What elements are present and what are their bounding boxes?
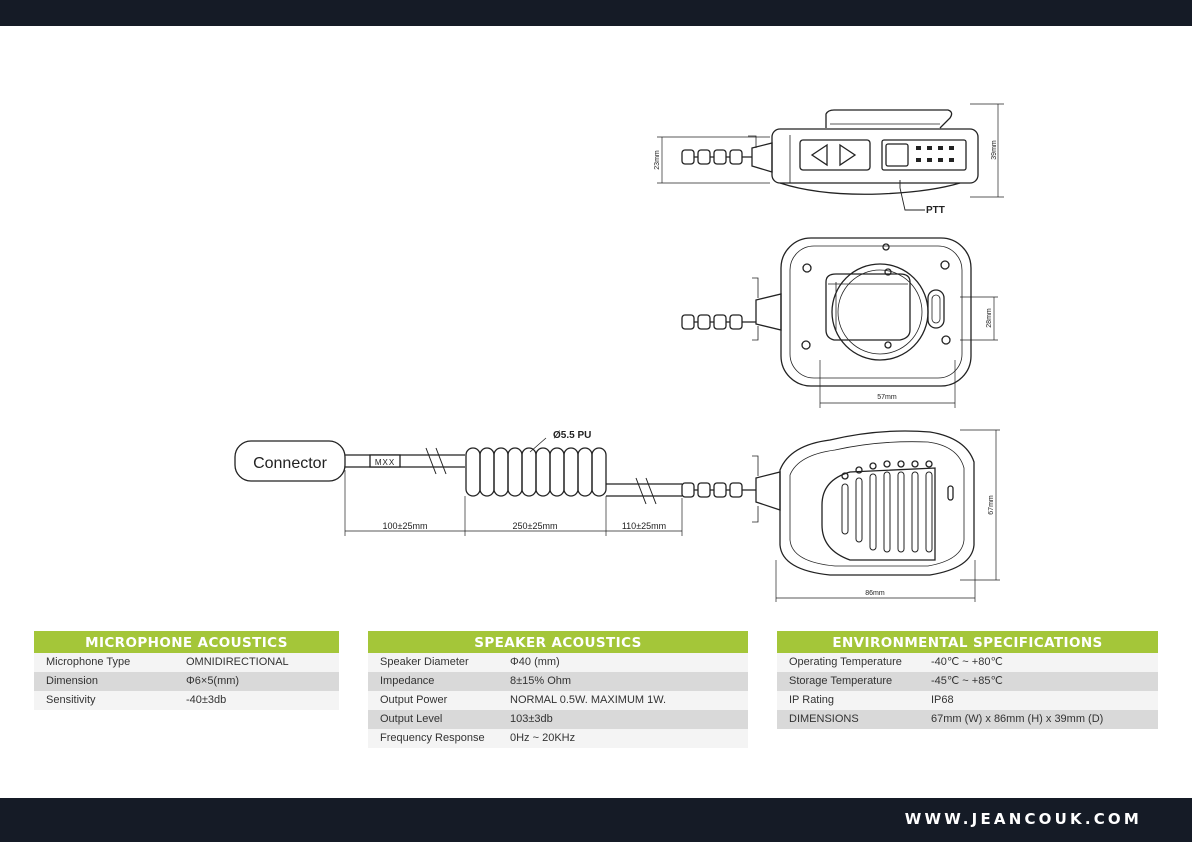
dim-250-label: 250±25mm — [513, 521, 558, 531]
table-row: Output Power NORMAL 0.5W. MAXIMUM 1W. — [368, 691, 748, 710]
dim-110-label: 110±25mm — [622, 521, 666, 531]
table-row: Sensitivity -40±3db — [34, 691, 339, 710]
cable-spec-label: Ø5.5 PU — [553, 430, 591, 441]
connector-label: Connector — [253, 455, 327, 472]
dim-39-label: 39mm — [991, 140, 998, 160]
cable-tag-label: MXX — [375, 458, 395, 467]
row-label: Output Power — [380, 694, 448, 706]
row-value: IP68 — [931, 694, 954, 706]
row-label: Impedance — [380, 675, 435, 687]
row-label: Microphone Type — [46, 656, 131, 668]
row-value: NORMAL 0.5W. MAXIMUM 1W. — [510, 694, 667, 706]
cable-assembly — [234, 437, 683, 536]
row-value: 67mm (W) x 86mm (H) x 39mm (D) — [931, 713, 1104, 725]
table-row: Storage Temperature -45℃ ~ +85℃ — [777, 672, 1158, 691]
table-row: Dimension Φ6×5(mm) — [34, 672, 339, 691]
row-value: Φ6×5(mm) — [186, 675, 240, 687]
table-row: Impedance 8±15% Ohm — [368, 672, 748, 691]
row-value: -45℃ ~ +85℃ — [931, 675, 1003, 687]
speaker-acoustics-table: SPEAKER ACOUSTICS Speaker Diameter Φ40 (… — [368, 631, 748, 748]
row-value: -40℃ ~ +80℃ — [931, 656, 1003, 668]
table-row: Speaker Diameter Φ40 (mm) — [368, 653, 748, 672]
row-label: Frequency Response — [380, 732, 485, 744]
table-row: Operating Temperature -40℃ ~ +80℃ — [777, 653, 1158, 672]
technical-drawing: Connector MXX Ø5.5 PU 100±25mm 250±25mm … — [234, 103, 1004, 602]
dim-57-label: 57mm — [877, 394, 897, 401]
table-row: IP Rating IP68 — [777, 691, 1158, 710]
website-link[interactable]: WWW.JEANCOUK.COM — [904, 810, 1142, 828]
dim-67-label: 67mm — [988, 495, 995, 515]
row-label: Dimension — [46, 675, 98, 687]
row-value: OMNIDIRECTIONAL — [186, 656, 289, 668]
environmental-specifications-table: ENVIRONMENTAL SPECIFICATIONS Operating T… — [777, 631, 1158, 729]
row-value: Φ40 (mm) — [510, 656, 560, 668]
microphone-acoustics-table: MICROPHONE ACOUSTICS Microphone Type OMN… — [34, 631, 339, 710]
top-bar — [0, 0, 1192, 26]
table-title: MICROPHONE ACOUSTICS — [34, 631, 339, 653]
dim-86-label: 86mm — [865, 590, 885, 597]
row-label: IP Rating — [789, 694, 835, 706]
row-label: DIMENSIONS — [789, 713, 859, 725]
front-view — [681, 429, 1000, 602]
row-label: Speaker Diameter — [380, 656, 469, 668]
ptt-label: PTT — [926, 205, 945, 216]
row-label: Storage Temperature — [789, 675, 893, 687]
dim-100-label: 100±25mm — [383, 521, 428, 531]
table-title: SPEAKER ACOUSTICS — [368, 631, 748, 653]
row-value: 0Hz ~ 20KHz — [510, 732, 576, 744]
dim-23-label: 23mm — [654, 150, 661, 170]
row-value: -40±3db — [186, 694, 227, 706]
row-label: Output Level — [380, 713, 443, 725]
dim-28-label: 28mm — [986, 308, 993, 328]
table-row: Frequency Response 0Hz ~ 20KHz — [368, 729, 748, 748]
table-row: Output Level 103±3db — [368, 710, 748, 729]
back-view — [681, 237, 998, 408]
table-title: ENVIRONMENTAL SPECIFICATIONS — [777, 631, 1158, 653]
table-row: DIMENSIONS 67mm (W) x 86mm (H) x 39mm (D… — [777, 710, 1158, 729]
row-label: Sensitivity — [46, 694, 96, 706]
row-value: 103±3db — [510, 713, 553, 725]
row-label: Operating Temperature — [789, 656, 902, 668]
table-row: Microphone Type OMNIDIRECTIONAL — [34, 653, 339, 672]
side-view — [657, 103, 1004, 211]
row-value: 8±15% Ohm — [510, 675, 572, 687]
footer-bar: WWW.JEANCOUK.COM — [0, 798, 1192, 842]
